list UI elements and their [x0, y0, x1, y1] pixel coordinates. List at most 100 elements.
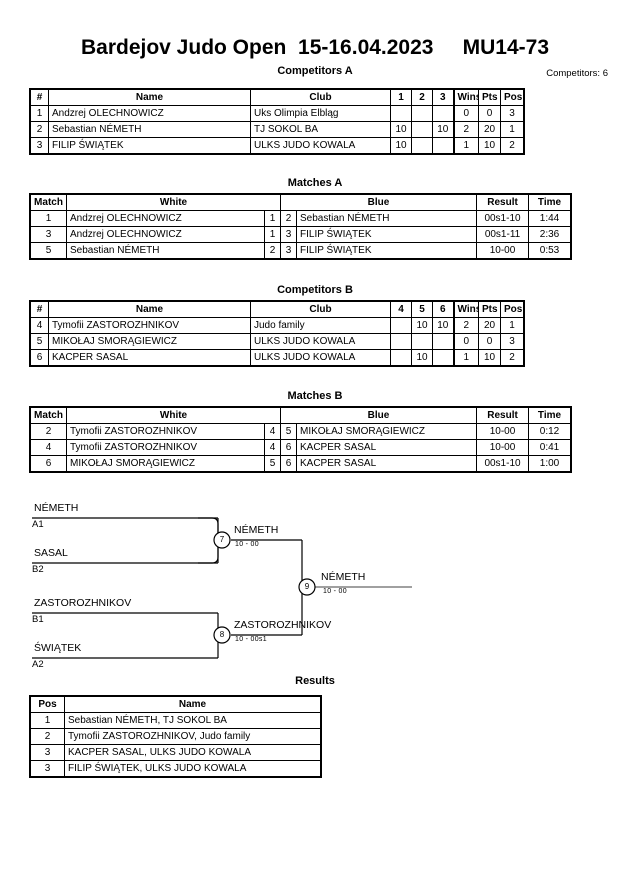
table-row: 2 Tymofii ZASTOROZHNIKOV 4 5 MIKOŁAJ SMO… [30, 423, 572, 440]
bracket-entry-seed: B1 [32, 614, 44, 625]
cell-white-name: MIKOŁAJ SMORĄGIEWICZ [66, 455, 265, 472]
cell-pts: 10 [478, 137, 501, 154]
col-pts: Pts [478, 89, 501, 106]
table-row: 2 Sebastian NÉMETH TJ SOKOL BA 10 10 2 2… [30, 121, 524, 138]
col-name: Name [48, 301, 251, 318]
cell-match-5: 10 [411, 317, 433, 334]
matches-b-table: Match White Blue Result Time 2 Tymofii Z… [30, 407, 572, 472]
cell-name: MIKOŁAJ SMORĄGIEWICZ [48, 333, 251, 350]
cell-match-5 [411, 333, 433, 350]
cell-blue-name: MIKOŁAJ SMORĄGIEWICZ [295, 423, 478, 440]
results-caption: Results [295, 675, 335, 687]
cell-blue-name: KACPER SASAL [295, 455, 478, 472]
table-row: 5 MIKOŁAJ SMORĄGIEWICZ ULKS JUDO KOWALA … [30, 333, 524, 350]
matches-a-table: Match White Blue Result Time 1 Andzrej O… [30, 194, 572, 259]
cell-white-name: Tymofii ZASTOROZHNIKOV [66, 439, 265, 456]
bracket-entry-name: NÉMETH [34, 502, 79, 514]
cell-time: 1:00 [528, 455, 572, 472]
bracket-entry-seed: A1 [32, 519, 44, 530]
cell-name: Tymofii ZASTOROZHNIKOV, Judo family [64, 728, 321, 745]
cell-time: 1:44 [528, 210, 572, 227]
col-name: Name [64, 696, 321, 713]
cell-name: KACPER SASAL, ULKS JUDO KOWALA [64, 744, 321, 761]
cell-match-number: 6 [30, 455, 67, 472]
col-blue: Blue [279, 407, 478, 424]
cell-blue-name: FILIP ŚWIĄTEK [295, 226, 478, 243]
cell-match-6 [432, 333, 454, 350]
cell-match-3: 10 [432, 121, 454, 138]
cell-blue-seed: 6 [280, 455, 297, 472]
competitors-b-caption: Competitors B [277, 284, 353, 296]
elimination-bracket: NÉMETH A1 SASAL B2 ZASTOROZHNIKOV B1 ŚWI… [0, 495, 630, 675]
bracket-entry-seed: A2 [32, 659, 44, 670]
cell-club: ULKS JUDO KOWALA [250, 333, 391, 350]
cell-name: FILIP ŚWIĄTEK [48, 137, 251, 154]
cell-result: 10-00 [476, 423, 530, 440]
cell-pos: 2 [500, 349, 524, 366]
col-white: White [66, 194, 281, 211]
col-pos: Pos [500, 301, 524, 318]
cell-pts: 20 [478, 317, 501, 334]
cell-white-seed: 1 [264, 210, 281, 227]
col-blue: Blue [279, 194, 478, 211]
table-row: 1 Andzrej OLECHNOWICZ 1 2 Sebastian NÉME… [30, 210, 572, 227]
bracket-node-score: 10 - 00 [323, 588, 347, 595]
cell-match-2 [411, 105, 433, 122]
table-header-row: Match White Blue Result Time [30, 407, 572, 424]
bracket-node-number: 9 [304, 582, 310, 591]
cell-result: 00s1-10 [476, 210, 530, 227]
table-row: 6 KACPER SASAL ULKS JUDO KOWALA 10 1 10 … [30, 349, 524, 366]
bracket-node-score: 10 - 00 [235, 541, 259, 548]
cell-white-name: Andzrej OLECHNOWICZ [66, 226, 265, 243]
page-title: Bardejov Judo Open 15-16.04.2023 MU14-73 [80, 36, 550, 59]
bracket-entry-name: ŚWIĄTEK [34, 642, 82, 654]
col-wins: Wins [452, 89, 479, 106]
cell-blue-seed: 3 [280, 242, 297, 259]
cell-match-4 [390, 349, 412, 366]
matches-b-caption: Matches B [287, 390, 343, 402]
cell-pts: 20 [478, 121, 501, 138]
cell-pos: 2 [500, 137, 524, 154]
header-subtitle: Competitors A [277, 65, 353, 77]
bracket-entry-name: ZASTOROZHNIKOV [34, 597, 132, 609]
cell-match-3 [432, 137, 454, 154]
cell-name: FILIP ŚWIĄTEK, ULKS JUDO KOWALA [64, 760, 321, 777]
cell-name: Sebastian NÉMETH [48, 121, 251, 138]
table-row: 6 MIKOŁAJ SMORĄGIEWICZ 5 6 KACPER SASAL … [30, 455, 572, 472]
cell-club: TJ SOKOL BA [250, 121, 391, 138]
cell-white-seed: 5 [264, 455, 281, 472]
table-header-row: Pos Name [30, 696, 321, 713]
cell-wins: 2 [452, 317, 479, 334]
cell-blue-seed: 6 [280, 439, 297, 456]
col-pos: Pos [30, 696, 65, 713]
cell-match-4 [390, 333, 412, 350]
cell-match-2 [411, 137, 433, 154]
table-row: 4 Tymofii ZASTOROZHNIKOV 4 6 KACPER SASA… [30, 439, 572, 456]
cell-wins: 0 [452, 105, 479, 122]
cell-result: 10-00 [476, 242, 530, 259]
col-club: Club [250, 89, 391, 106]
cell-match-1 [390, 105, 412, 122]
cell-match-number: 4 [30, 439, 67, 456]
table-header-row: Match White Blue Result Time [30, 194, 572, 211]
col-result: Result [476, 194, 530, 211]
col-result: Result [476, 407, 530, 424]
results-table: Pos Name 1 Sebastian NÉMETH, TJ SOKOL BA… [30, 696, 321, 777]
table-row: 5 Sebastian NÉMETH 2 3 FILIP ŚWIĄTEK 10-… [30, 242, 572, 259]
cell-blue-seed: 2 [280, 210, 297, 227]
cell-time: 0:53 [528, 242, 572, 259]
bracket-lines [32, 517, 412, 659]
cell-match-6: 10 [432, 317, 454, 334]
cell-number: 6 [30, 349, 49, 366]
table-row: 1 Andzrej OLECHNOWICZ Uks Olimpia Elbląg… [30, 105, 524, 122]
bracket-node-score: 10 - 00s1 [235, 636, 267, 643]
page-header: Bardejov Judo Open 15-16.04.2023 MU14-73 [0, 36, 630, 60]
cell-match-2 [411, 121, 433, 138]
cell-white-name: Andzrej OLECHNOWICZ [66, 210, 265, 227]
cell-club: ULKS JUDO KOWALA [250, 137, 391, 154]
col-match-2: 2 [411, 89, 433, 106]
cell-white-seed: 1 [264, 226, 281, 243]
cell-blue-name: KACPER SASAL [295, 439, 478, 456]
cell-wins: 1 [452, 137, 479, 154]
cell-white-name: Sebastian NÉMETH [66, 242, 265, 259]
